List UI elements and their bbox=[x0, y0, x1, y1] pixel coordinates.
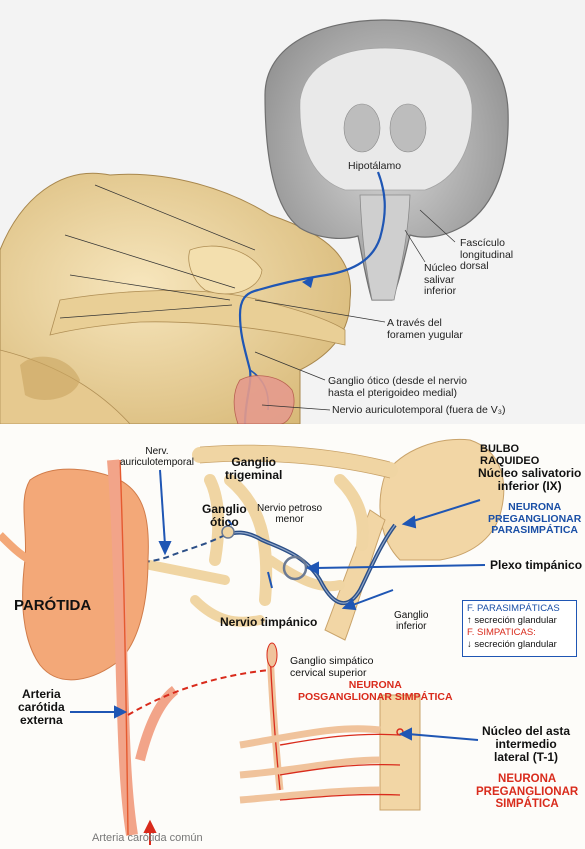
label-parotida: PARÓTIDA bbox=[14, 597, 92, 614]
label-hipotalamo: Hipotálamo bbox=[348, 160, 402, 172]
legend-simp-title: F. SIMPATICAS: bbox=[467, 626, 536, 638]
legend-simp-effect: ↓ secreción glandular bbox=[467, 638, 557, 650]
label-auriculotemporal-top: Nervio auriculotemporal (fuera de V₃) bbox=[332, 404, 506, 416]
label-arteria-carotida-comun: Arteria carótida común bbox=[92, 832, 203, 844]
label-nervio-timpanico: Nervio timpánico bbox=[220, 615, 318, 629]
ventricle-right bbox=[389, 103, 427, 153]
top-illustration bbox=[0, 19, 509, 424]
label-plexo-timpanico: Plexo timpánico bbox=[490, 558, 583, 572]
skull-fossa bbox=[188, 245, 263, 295]
skull-base-shelf bbox=[49, 290, 346, 346]
ventricle-left bbox=[343, 103, 381, 153]
brain-white-matter bbox=[299, 47, 473, 191]
eye-socket bbox=[20, 356, 80, 400]
legend-para-effect: ↑ secreción glandular bbox=[467, 614, 557, 626]
label-nerv-auriculotemporal: Nerv.auriculotemporal bbox=[120, 446, 194, 468]
label-bulbo: BULBO bbox=[480, 443, 520, 455]
legend-para-title: F. PARASIMPÁTICAS bbox=[467, 603, 560, 614]
top-leader-lines bbox=[59, 184, 456, 411]
legend-box: F. PARASIMPÁTICAS ↑ secreción glandular … bbox=[462, 600, 577, 657]
parotid-gland bbox=[233, 375, 295, 424]
label-raquideo: RAQUIDEO bbox=[480, 455, 540, 467]
brainstem bbox=[359, 194, 411, 301]
blue-arrow-head bbox=[302, 276, 314, 288]
blue-pathway bbox=[238, 171, 386, 424]
